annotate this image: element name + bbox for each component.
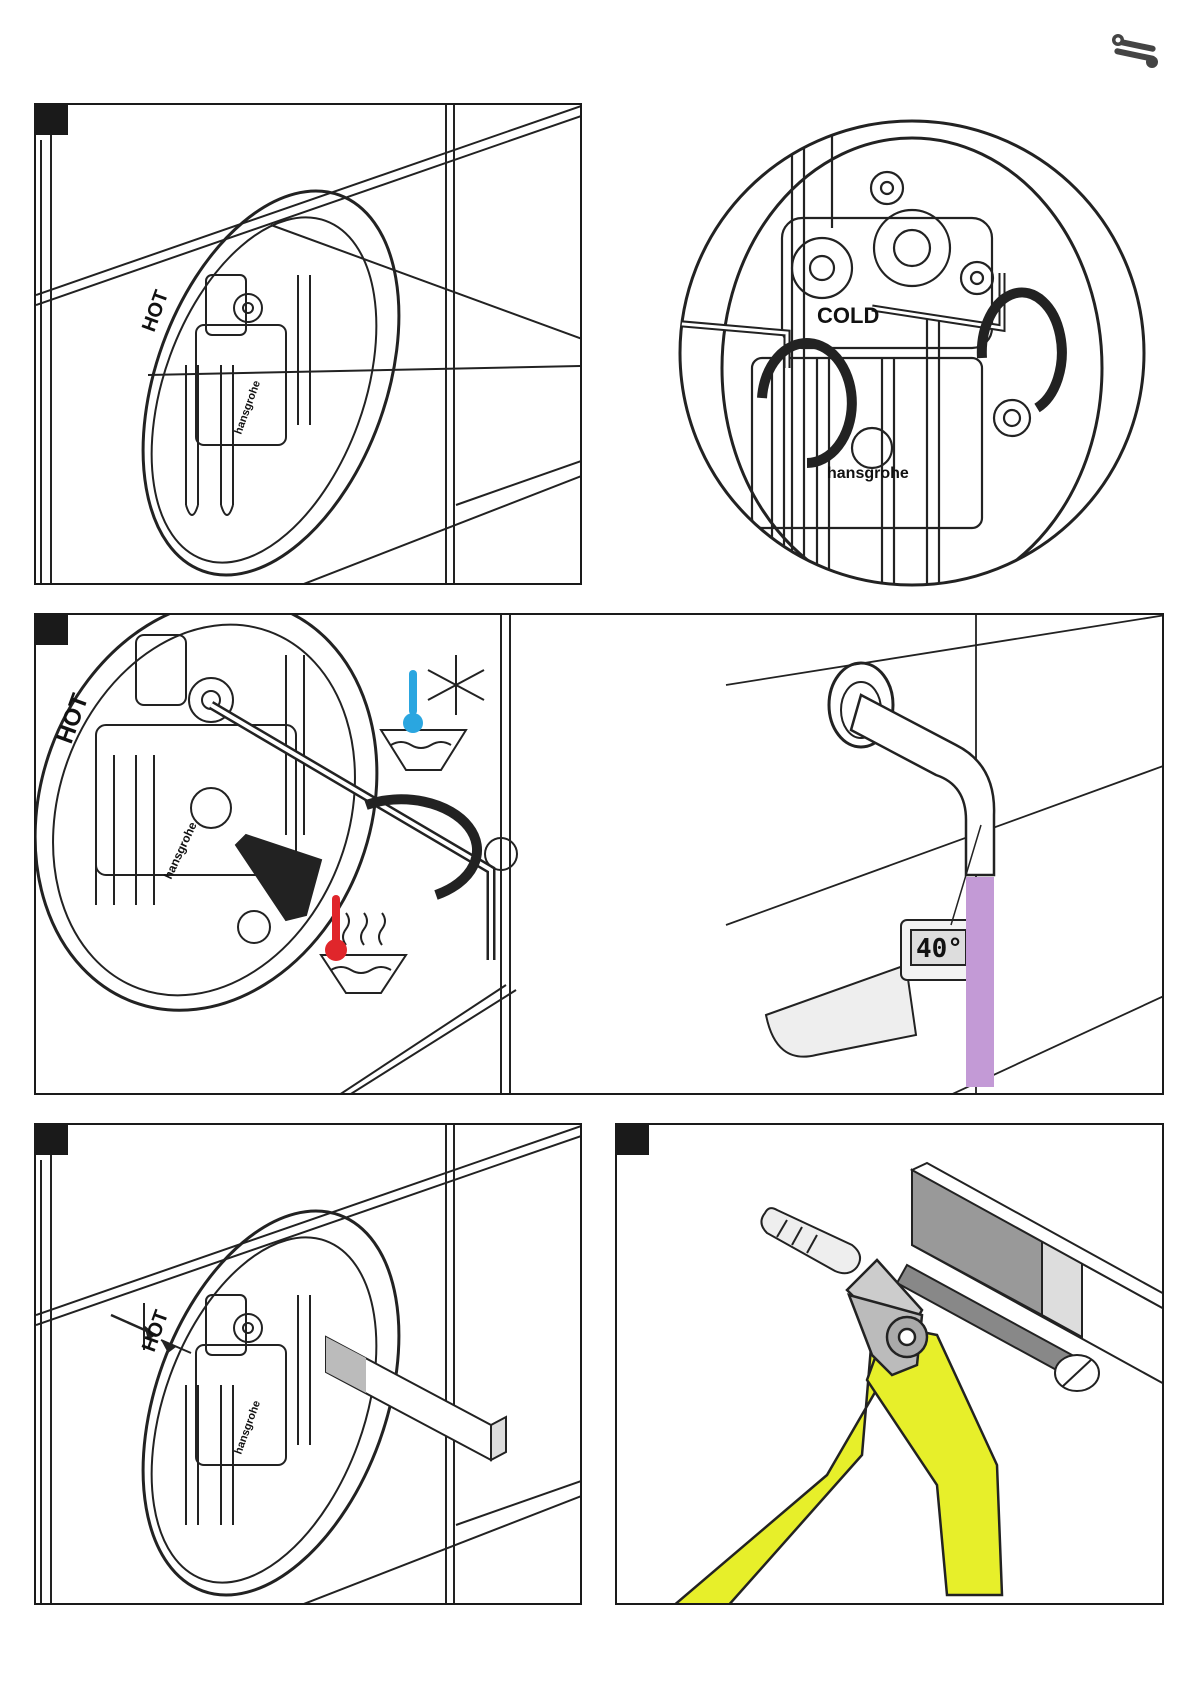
brand-label: hansgrohe: [161, 819, 200, 881]
step-4-panel: [615, 1123, 1164, 1605]
temperature-adjust-illustration: HOT hansgrohe 40°: [36, 615, 1164, 1095]
ruler: [326, 1337, 506, 1460]
measure-depth-illustration: HOT hansgrohe: [36, 1125, 582, 1605]
hot-thermometer-icon: [325, 895, 347, 961]
brand-label: hansgrohe: [233, 1399, 264, 1456]
step-3-panel: HOT hansgrohe: [34, 1123, 582, 1605]
step-1-panel: HOT hansgrohe: [34, 103, 582, 585]
step-2-panel: HOT hansgrohe 40°: [34, 613, 1164, 1095]
brand-label-zoom: hansgrohe: [827, 465, 909, 482]
cut-extension-illustration: [617, 1125, 1164, 1605]
wall-valve-illustration: HOT hansgrohe: [36, 105, 582, 585]
brand-label: hansgrohe: [233, 379, 264, 436]
cold-label: COLD: [817, 303, 879, 328]
cut-off-piece: [761, 1208, 860, 1273]
wrench-tools-icon: [1110, 30, 1160, 70]
zoom-detail-circle: COLD hansgrohe: [672, 118, 1152, 588]
thermometer-reading: 40°: [916, 934, 963, 964]
water-stream: [966, 877, 994, 1087]
cold-thermometer-icon: [403, 670, 423, 733]
